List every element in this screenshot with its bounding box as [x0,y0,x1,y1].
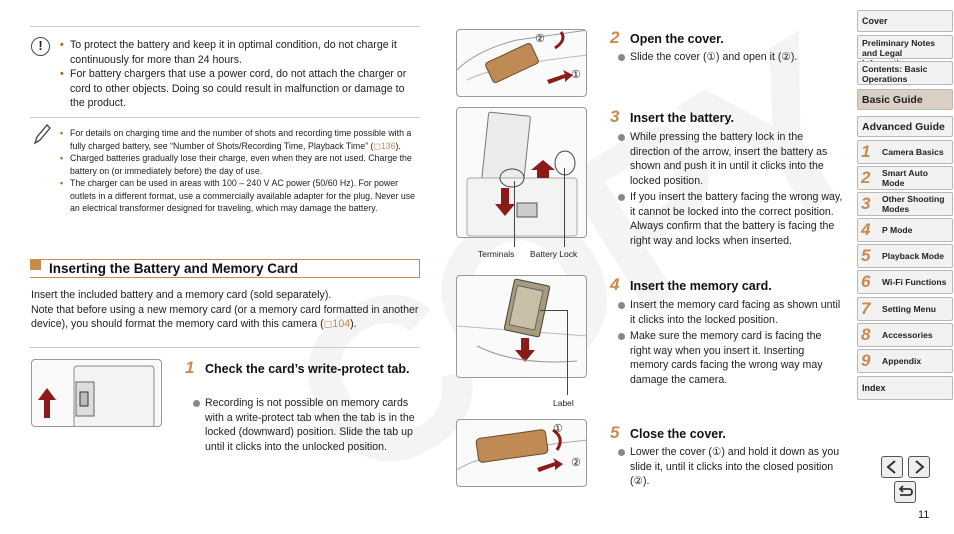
card-label: Label [553,398,574,408]
page-ref-icon: ◻ [323,318,333,330]
label-line [540,310,568,311]
step-bullet: Slide the cover (①) and open it (②). [618,50,843,65]
chapter-number: 4 [861,220,871,239]
open-cover-figure: ② ① [456,29,587,97]
step-body: Slide the cover (①) and open it (②). [618,50,843,65]
step-bullet: Make sure the memory card is facing the … [618,329,843,387]
battery-lock-label: Battery Lock [530,249,578,259]
chapter-number: 9 [861,351,871,370]
step-body: Lower the cover (①) and hold it down as … [618,445,843,489]
prev-page-button[interactable] [881,456,903,478]
step-number: 4 [610,275,620,294]
nav-contents[interactable]: Contents: Basic Operations [857,61,953,85]
label-line [514,181,515,247]
top-rule [30,26,420,27]
close-cover-figure: ① ② [456,419,587,487]
note-item: For details on charging time and the num… [60,127,422,152]
step-bullet: Insert the memory card facing as shown u… [618,298,843,327]
chapter-number: 8 [861,325,871,344]
step-body: Recording is not possible on memory card… [193,396,423,454]
step-number: 3 [610,107,620,126]
chapter-number: 1 [861,142,871,161]
terminals-label: Terminals [478,249,515,259]
page-number: 11 [918,509,930,521]
note-item: Charged batteries gradually lose their c… [60,152,422,177]
chapter-number: 7 [861,299,871,318]
divider [30,347,420,348]
section-intro-2: Note that before using a new memory card… [31,303,419,331]
chapter-number: 5 [861,246,871,265]
caution-icon: ! [31,37,50,56]
callout-1: ① [553,423,563,435]
step-number: 1 [185,358,195,377]
heading-marker [30,259,41,270]
step-bullet: While pressing the battery lock in the d… [618,130,843,188]
step-title: Check the card’s write-protect tab. [205,362,410,376]
section-intro: Insert the included battery and a memory… [31,288,423,332]
section-heading: Inserting the Battery and Memory Card [30,259,420,278]
arrow-left-icon [886,460,896,474]
divider [30,117,420,118]
step-bullet: Lower the cover (①) and hold it down as … [618,445,843,489]
chapter-number: 6 [861,272,871,291]
nav-advanced-guide[interactable]: Advanced Guide [857,116,953,137]
step-bullet: If you insert the battery facing the wro… [618,190,843,248]
page-ref-link[interactable]: 136 [380,140,396,151]
arrow-right-icon [915,460,925,474]
step-title: Insert the memory card. [630,279,772,293]
label-line [564,168,565,247]
note-item: The charger can be used in areas with 10… [60,177,422,215]
chapter-number: 2 [861,168,871,187]
insert-battery-figure [456,107,587,238]
return-icon [898,485,913,496]
pencil-icon [32,123,52,152]
callout-2: ② [571,457,581,469]
step-title: Open the cover. [630,32,724,46]
callout-2: ② [535,33,545,45]
chapter-number: 3 [861,194,871,213]
nav-basic-guide[interactable]: Basic Guide [857,89,953,110]
return-button[interactable] [894,481,916,503]
nav-cover[interactable]: Cover [857,10,953,32]
step-body: While pressing the battery lock in the d… [618,130,843,248]
page-ref-link[interactable]: 104 [332,318,351,330]
step-number: 2 [610,28,620,47]
section-title: Inserting the Battery and Memory Card [49,261,299,276]
step-body: Insert the memory card facing as shown u… [618,298,843,387]
step-title: Insert the battery. [630,111,734,125]
next-page-button[interactable] [908,456,930,478]
step-title: Close the cover. [630,427,726,441]
nav-index[interactable]: Index [857,376,953,400]
step-number: 5 [610,423,620,442]
label-line [567,310,568,395]
note-list: For details on charging time and the num… [60,127,422,215]
insert-card-figure [456,275,587,378]
callout-1: ① [571,69,581,81]
nav-preliminary[interactable]: Preliminary Notes and Legal Information [857,35,953,68]
caution-item: To protect the battery and keep it in op… [60,38,422,67]
caution-item: For battery chargers that use a power co… [60,67,422,111]
write-protect-figure [31,359,162,427]
caution-list: To protect the battery and keep it in op… [60,38,422,111]
page-ref-icon: ◻ [373,140,381,151]
step-bullet: Recording is not possible on memory card… [193,396,423,454]
